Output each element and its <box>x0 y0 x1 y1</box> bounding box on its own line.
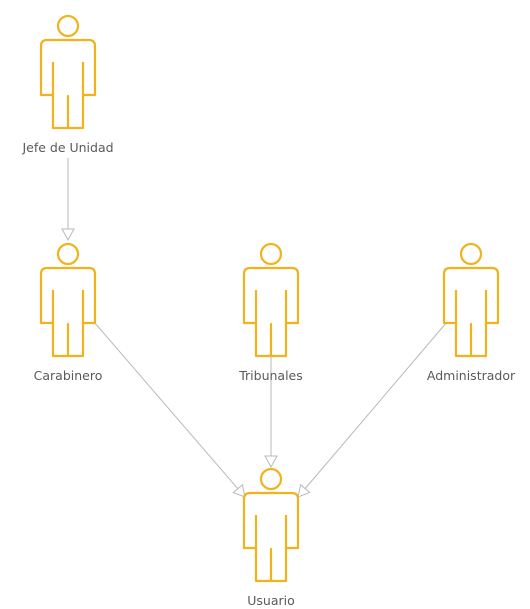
actor-body <box>442 266 500 358</box>
generalization-arrowhead <box>232 483 246 498</box>
actor-head <box>259 467 283 491</box>
generalization-arrowhead <box>61 228 75 242</box>
actor-head <box>56 14 80 38</box>
actor-label-tribunales: Tribunales <box>239 368 303 383</box>
connector-carabinero-to-usuario <box>93 321 246 498</box>
connector-line <box>304 321 448 489</box>
actor-label-usuario: Usuario <box>247 593 295 608</box>
person-icon <box>442 242 500 358</box>
person-icon <box>39 14 97 130</box>
actor-label-administrador: Administrador <box>426 368 516 383</box>
person-icon <box>242 242 300 358</box>
actor-body <box>39 266 97 358</box>
connectors-layer <box>61 158 448 498</box>
actor-body <box>39 38 97 130</box>
actor-label-jefe: Jefe de Unidad <box>22 140 114 155</box>
actors-layer <box>39 14 500 583</box>
person-icon <box>242 467 300 583</box>
connector-line <box>93 321 239 489</box>
generalization-arrowhead <box>297 483 311 498</box>
person-icon <box>39 242 97 358</box>
actor-body <box>242 491 300 583</box>
actor-head <box>56 242 80 266</box>
actor-head <box>459 242 483 266</box>
actor-body <box>242 266 300 358</box>
connector-jefe-to-carabinero <box>61 158 75 242</box>
connector-administrador-to-usuario <box>297 321 448 498</box>
generalization-arrowhead <box>264 455 278 469</box>
actor-head <box>259 242 283 266</box>
actor-label-carabinero: Carabinero <box>33 368 103 383</box>
